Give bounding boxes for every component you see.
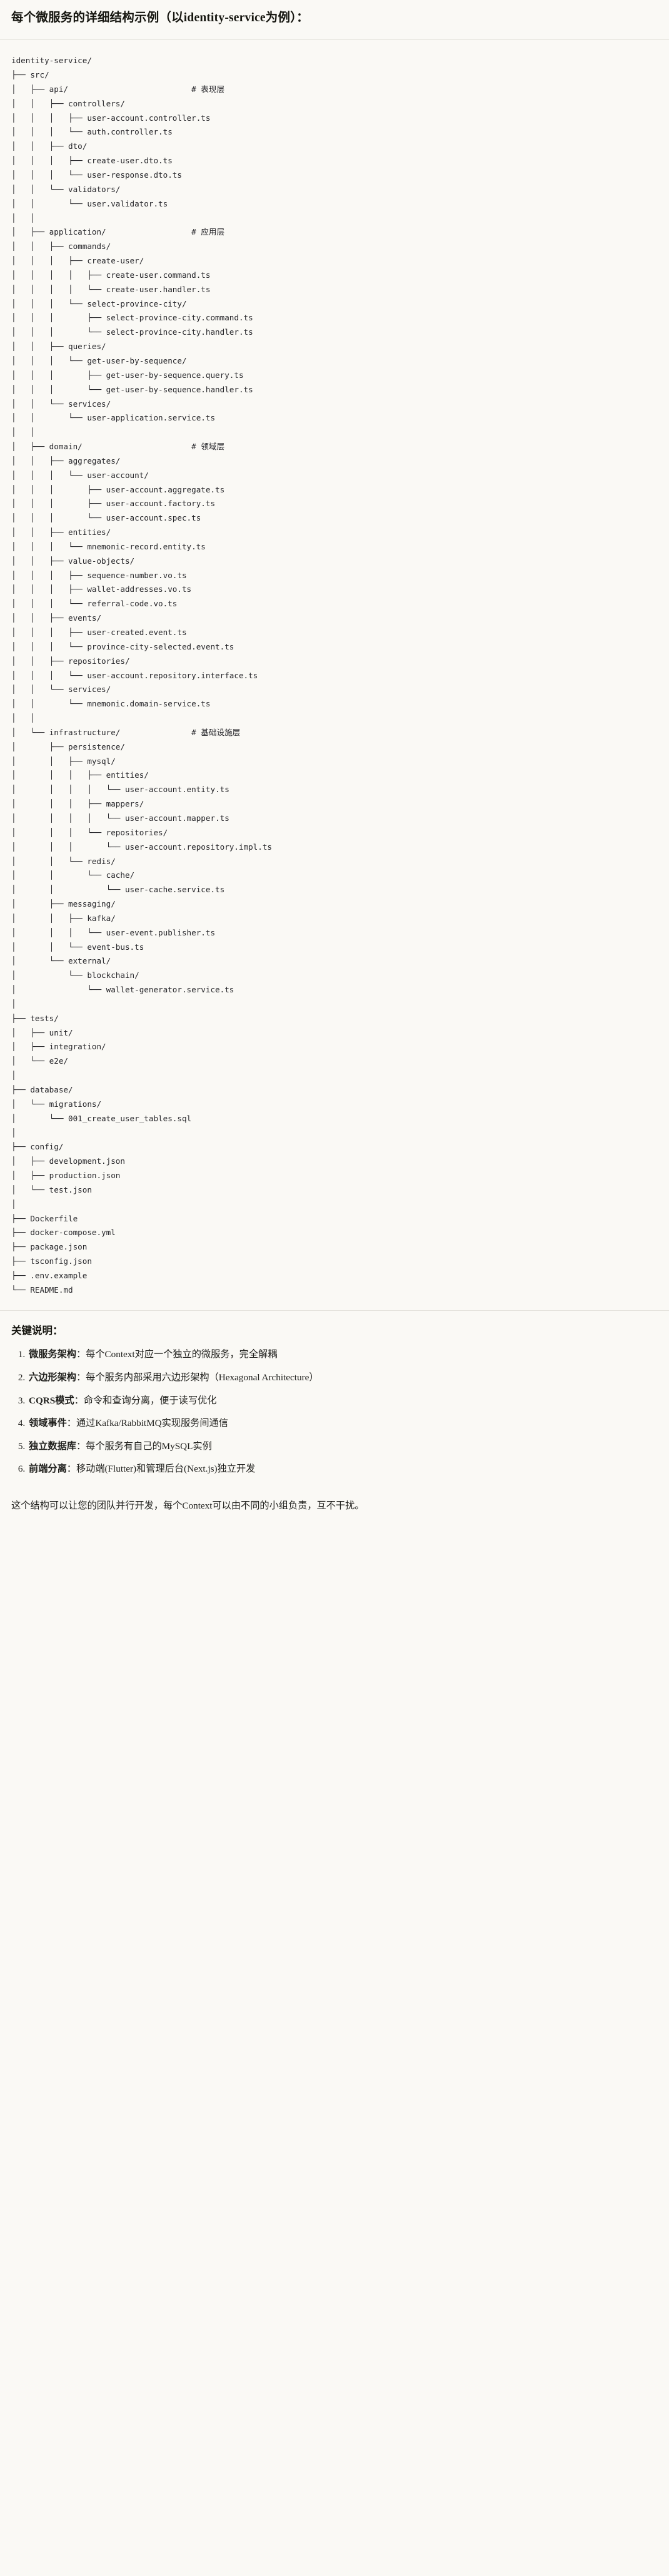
- key-notes-section: 关键说明： 微服务架构：每个Context对应一个独立的微服务，完全解耦 六边形…: [0, 1311, 669, 1489]
- key-notes-list: 微服务架构：每个Context对应一个独立的微服务，完全解耦 六边形架构：每个服…: [11, 1347, 658, 1476]
- note-separator: ：: [74, 1395, 84, 1406]
- directory-tree: identity-service/ ├── src/ │ ├── api/ # …: [11, 56, 273, 1295]
- list-item: 领域事件：通过Kafka/RabbitMQ实现服务间通信: [28, 1416, 658, 1431]
- list-item: 微服务架构：每个Context对应一个独立的微服务，完全解耦: [28, 1347, 658, 1362]
- note-separator: ：: [66, 1418, 76, 1429]
- note-description: 移动端(Flutter)和管理后台(Next.js)独立开发: [76, 1464, 256, 1475]
- note-term: 前端分离: [29, 1464, 67, 1475]
- list-item: 前端分离：移动端(Flutter)和管理后台(Next.js)独立开发: [28, 1462, 658, 1477]
- note-description: 每个服务有自己的MySQL实例: [86, 1440, 212, 1452]
- directory-tree-block: identity-service/ ├── src/ │ ├── api/ # …: [0, 40, 669, 1310]
- note-description: 通过Kafka/RabbitMQ实现服务间通信: [76, 1418, 228, 1429]
- header-divider: [0, 39, 669, 41]
- note-term: 六边形架构: [29, 1372, 76, 1383]
- note-separator: ：: [76, 1349, 86, 1360]
- note-separator: ：: [76, 1440, 86, 1452]
- note-separator: ：: [66, 1464, 76, 1475]
- note-description: 每个服务内部采用六边形架构（Hexagonal Architecture）: [86, 1372, 319, 1383]
- note-term: 微服务架构: [29, 1349, 76, 1360]
- note-separator: ：: [76, 1372, 86, 1383]
- note-term: CQRS模式: [29, 1395, 74, 1406]
- note-term: 独立数据库: [29, 1440, 76, 1452]
- page-title: 每个微服务的详细结构示例（以identity-service为例）：: [11, 11, 309, 24]
- list-item: 独立数据库：每个服务有自己的MySQL实例: [28, 1439, 658, 1454]
- note-description: 每个Context对应一个独立的微服务，完全解耦: [86, 1349, 278, 1360]
- document-page: 每个微服务的详细结构示例（以identity-service为例）： ident…: [0, 0, 669, 1527]
- closing-paragraph: 这个结构可以让您的团队并行开发，每个Context可以由不同的小组负责，互不干扰…: [11, 1500, 365, 1511]
- list-item: 六边形架构：每个服务内部采用六边形架构（Hexagonal Architectu…: [28, 1370, 658, 1385]
- note-description: 命令和查询分离，便于读写优化: [83, 1395, 217, 1406]
- note-term: 领域事件: [29, 1418, 67, 1429]
- tree-divider: [0, 1310, 669, 1311]
- document-header: 每个微服务的详细结构示例（以identity-service为例）：: [0, 0, 669, 39]
- list-item: CQRS模式：命令和查询分离，便于读写优化: [28, 1393, 658, 1408]
- key-notes-title: 关键说明：: [11, 1324, 63, 1336]
